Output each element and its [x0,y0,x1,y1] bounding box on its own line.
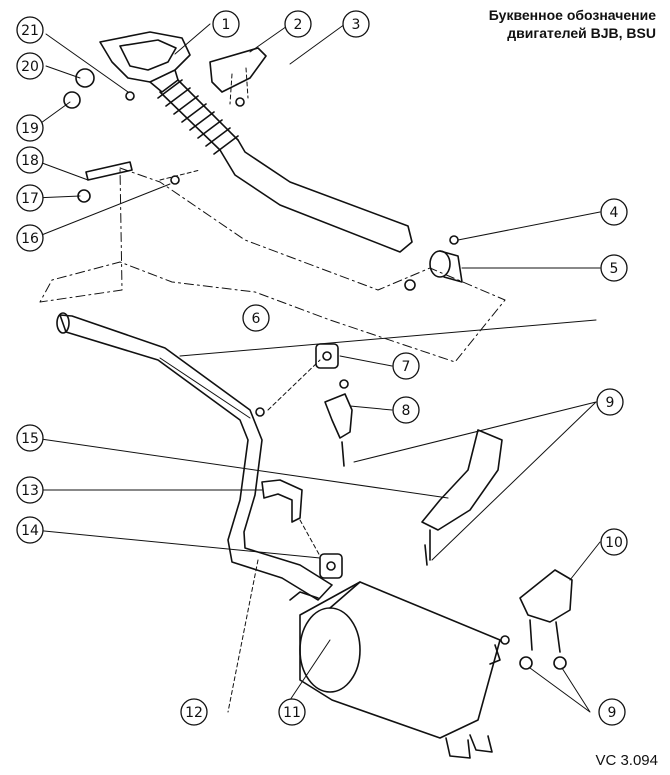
svg-text:21: 21 [21,23,39,39]
svg-text:19: 19 [21,121,39,137]
rear-silencer [289,581,501,759]
svg-text:20: 20 [21,59,39,75]
callout-16: 16 [16,224,44,252]
callout-5: 5 [600,254,628,282]
rubber-hanger-14 [319,553,343,579]
callout-2: 2 [284,10,312,38]
rubber-hanger-7 [315,343,339,369]
callout-18: 18 [16,146,44,174]
front-pipe [219,139,413,253]
callout-1: 1 [212,10,240,38]
title-line-2: двигателей BJB, BSU [507,25,656,41]
svg-text:4: 4 [610,205,619,221]
bracket-13 [261,479,303,523]
title-line-1: Буквенное обозначение [488,7,656,23]
figure-code: VC 3.094 [595,752,658,769]
svg-text:15: 15 [21,431,39,447]
callout-10: 10 [600,528,628,556]
svg-text:9: 9 [608,705,617,721]
svg-text:2: 2 [294,17,303,33]
mount-10 [519,569,573,623]
callout-4: 4 [600,198,628,226]
svg-text:6: 6 [252,311,261,327]
support-15 [421,429,503,531]
svg-text:1: 1 [222,17,231,33]
callout-11: 11 [278,698,306,726]
svg-text:11: 11 [283,705,301,721]
callout-6: 6 [242,304,270,332]
svg-text:14: 14 [21,523,39,539]
svg-text:18: 18 [21,153,39,169]
svg-text:3: 3 [352,17,361,33]
callout-3: 3 [342,10,370,38]
callout-15: 15 [16,424,44,452]
bracket-2 [209,47,267,93]
callout-20: 20 [16,52,44,80]
svg-text:8: 8 [402,403,411,419]
svg-text:10: 10 [605,535,623,551]
svg-text:13: 13 [21,483,39,499]
callout-17: 17 [16,184,44,212]
callout-21: 21 [16,16,44,44]
clamp-5 [404,235,463,291]
svg-text:7: 7 [402,359,411,375]
svg-text:16: 16 [21,231,39,247]
diagram-title: Буквенное обозначение двигателей BJB, BS… [489,6,656,42]
middle-pipe [59,314,333,601]
assembly-boundary [39,167,506,363]
callout-9-upper: 9 [596,388,624,416]
bracket-8 [324,393,353,439]
flex-bellows [157,79,239,155]
callout-12: 12 [180,698,208,726]
svg-text:5: 5 [610,261,619,277]
callout-8: 8 [392,396,420,424]
callout-7: 7 [392,352,420,380]
callout-13: 13 [16,476,44,504]
svg-text:9: 9 [606,395,615,411]
svg-text:12: 12 [185,705,203,721]
callout-9-lower: 9 [598,698,626,726]
callout-19: 19 [16,114,44,142]
callout-14: 14 [16,516,44,544]
svg-text:17: 17 [21,191,39,207]
